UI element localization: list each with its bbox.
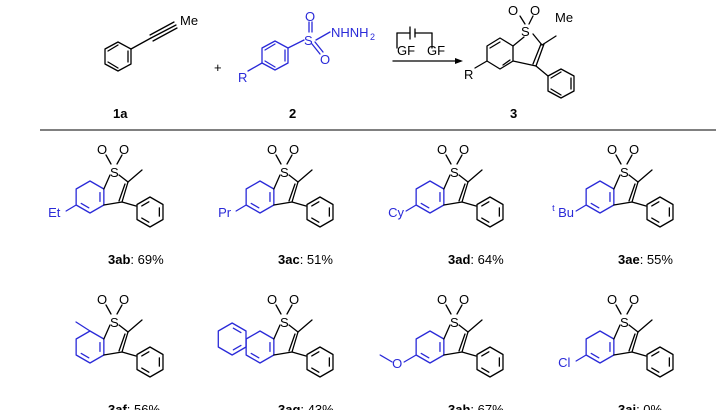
electrolysis-conditions: GF GF <box>392 26 463 64</box>
oxygen-label: O <box>320 52 330 67</box>
sulfur-label: S <box>620 315 629 330</box>
yield-value: : 56% <box>127 402 161 410</box>
product-caption: 3ae: 55% <box>618 252 673 267</box>
hydrazide-group-label: NHNH <box>331 25 369 40</box>
product-caption: 3ac: 51% <box>278 252 333 267</box>
oxygen-label: O <box>437 142 447 157</box>
yield-value: : 43% <box>300 402 334 410</box>
product-caption: 3ah: 67% <box>448 402 504 410</box>
oxygen-label: O <box>607 292 617 307</box>
oxygen-label: O <box>289 142 299 157</box>
product-3-structure: S Me O O R <box>464 3 575 99</box>
oxygen-label: O <box>97 292 107 307</box>
product-caption: 3ab: 69% <box>108 252 164 267</box>
sulfur-label: S <box>521 24 530 39</box>
compound-id-label: 3af <box>108 402 127 410</box>
oxygen-label: O <box>437 292 447 307</box>
sulfur-label: S <box>450 315 459 330</box>
methyl-label: Me <box>180 13 198 28</box>
sulfur-label: S <box>110 315 119 330</box>
compound-id-label: 3ae <box>618 252 640 267</box>
oxygen-label: O <box>459 142 469 157</box>
product-3-label: 3 <box>510 106 517 121</box>
oxygen-label: O <box>289 292 299 307</box>
oxygen-label: O <box>629 142 639 157</box>
anode-label: GF <box>397 43 415 58</box>
tert-prefix-label: t <box>552 203 555 213</box>
oxygen-label: O <box>629 292 639 307</box>
compound-id-label: 3ad <box>448 252 470 267</box>
oxygen-label: O <box>267 292 277 307</box>
sulfur-label: S <box>280 165 289 180</box>
substituent-label: Bu <box>558 205 574 220</box>
oxygen-label: O <box>508 3 518 18</box>
reactant-2-label: 2 <box>289 106 296 121</box>
substituent-label: Cl <box>558 355 570 370</box>
product-caption: 3ad: 64% <box>448 252 504 267</box>
product-caption: 3af: 56% <box>108 402 160 410</box>
reactant-1a-alkyne: Me <box>104 13 198 72</box>
product-caption: 3ag: 43% <box>278 402 334 410</box>
yield-value: : 67% <box>470 402 504 410</box>
compound-id-label: 3ai <box>618 402 636 410</box>
oxygen-label: O <box>267 142 277 157</box>
oxygen-label: O <box>119 142 129 157</box>
r-substituent-label: R <box>464 67 473 82</box>
r-substituent-label: R <box>238 70 247 85</box>
oxygen-label: O <box>530 3 540 18</box>
hydrazide-subscript: 2 <box>370 32 375 42</box>
yield-value: : 0% <box>636 402 662 410</box>
substituent-label: Cy <box>388 205 404 220</box>
oxygen-label: O <box>119 292 129 307</box>
sulfur-label: S <box>110 165 119 180</box>
oxygen-label: O <box>607 142 617 157</box>
yield-value: : 51% <box>300 252 334 267</box>
reactant-2-sulfonyl-hydrazide: S O O NHNH 2 R <box>238 9 375 85</box>
oxygen-label: O <box>305 9 315 24</box>
sulfur-label: S <box>620 165 629 180</box>
yield-value: : 69% <box>130 252 164 267</box>
yield-value: : 55% <box>640 252 674 267</box>
reactant-1a-label: 1a <box>113 106 128 121</box>
product-caption: 3ai: 0% <box>618 402 663 410</box>
compound-id-label: 3ag <box>278 402 300 410</box>
reaction-arrowhead <box>455 58 463 64</box>
oxygen-label: O <box>459 292 469 307</box>
compound-id-label: 3ac <box>278 252 300 267</box>
compound-id-label: 3ab <box>108 252 130 267</box>
methoxy-oxygen-label: O <box>392 356 402 371</box>
sulfur-label: S <box>280 315 289 330</box>
yield-value: : 64% <box>470 252 504 267</box>
sulfur-label: S <box>304 33 313 48</box>
oxygen-label: O <box>97 142 107 157</box>
cathode-label: GF <box>427 43 445 58</box>
substituent-label: Et <box>48 205 61 220</box>
sulfur-label: S <box>450 165 459 180</box>
compound-id-label: 3ah <box>448 402 470 410</box>
plus-sign: + <box>214 60 222 75</box>
methyl-label: Me <box>555 10 573 25</box>
substituent-label: Pr <box>218 205 232 220</box>
